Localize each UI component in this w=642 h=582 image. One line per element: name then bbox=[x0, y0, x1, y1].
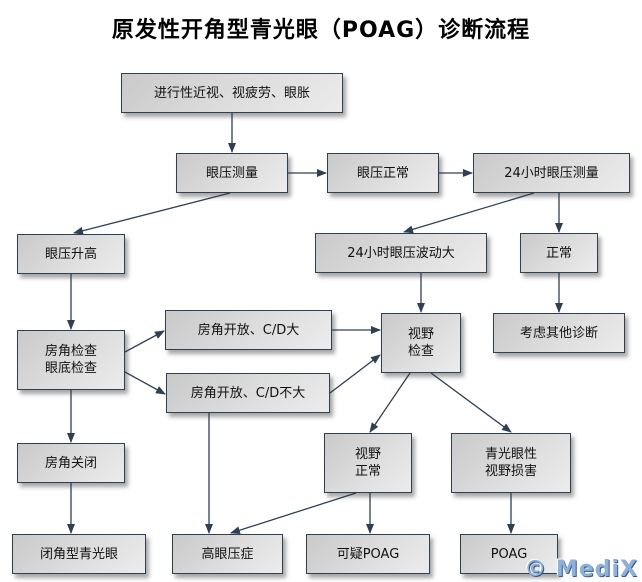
edge-vf-exam-to-vf-damage bbox=[430, 372, 512, 433]
edge-angle-exam-to-cd-large bbox=[124, 330, 165, 353]
edge-iop-24h-to-fluct bbox=[403, 192, 535, 234]
edge-vf-normal-to-oht bbox=[230, 492, 357, 535]
diagram-title: 原发性开角型青光眼（POAG）诊断流程 bbox=[111, 18, 531, 43]
watermark: © MediX bbox=[524, 557, 638, 582]
node-glaucomatous-vf-damage: 青光眼性 视野损害 bbox=[451, 433, 571, 493]
node-iop-normal: 眼压正常 bbox=[327, 153, 439, 193]
node-visual-field-exam: 视野 检查 bbox=[381, 313, 461, 373]
node-angle-open-cd-large: 房角开放、C/D大 bbox=[165, 310, 332, 350]
node-angle-closed: 房角关闭 bbox=[17, 443, 125, 483]
node-ocular-hypertension: 高眼压症 bbox=[172, 534, 283, 574]
node-symptoms: 进行性近视、视疲劳、眼胀 bbox=[121, 73, 343, 113]
node-normal: 正常 bbox=[520, 233, 598, 273]
node-iop-measure: 眼压测量 bbox=[176, 153, 288, 193]
edge-iop-measure-to-iop-high bbox=[73, 192, 231, 235]
edge-vf-exam-to-vf-normal bbox=[369, 372, 411, 433]
node-iop-high: 眼压升高 bbox=[17, 234, 125, 274]
node-vf-normal: 视野 正常 bbox=[324, 433, 412, 493]
node-suspect-poag: 可疑POAG bbox=[306, 534, 430, 574]
node-poag: POAG bbox=[460, 534, 558, 574]
node-other-diagnosis: 考虑其他诊断 bbox=[493, 313, 625, 353]
edge-cd-not-large-to-vf-exam bbox=[329, 354, 381, 394]
node-iop-24h: 24小时眼压测量 bbox=[473, 153, 630, 193]
node-iop-24h-fluct: 24小时眼压波动大 bbox=[315, 233, 487, 273]
node-angle-fundus-exam: 房角检查 眼底检查 bbox=[17, 330, 125, 390]
edge-angle-exam-to-cd-not-large bbox=[124, 371, 166, 395]
node-angle-open-cd-not-large: 房角开放、C/D不大 bbox=[166, 373, 330, 413]
node-angle-closure-glaucoma: 闭角型青光眼 bbox=[12, 534, 146, 574]
